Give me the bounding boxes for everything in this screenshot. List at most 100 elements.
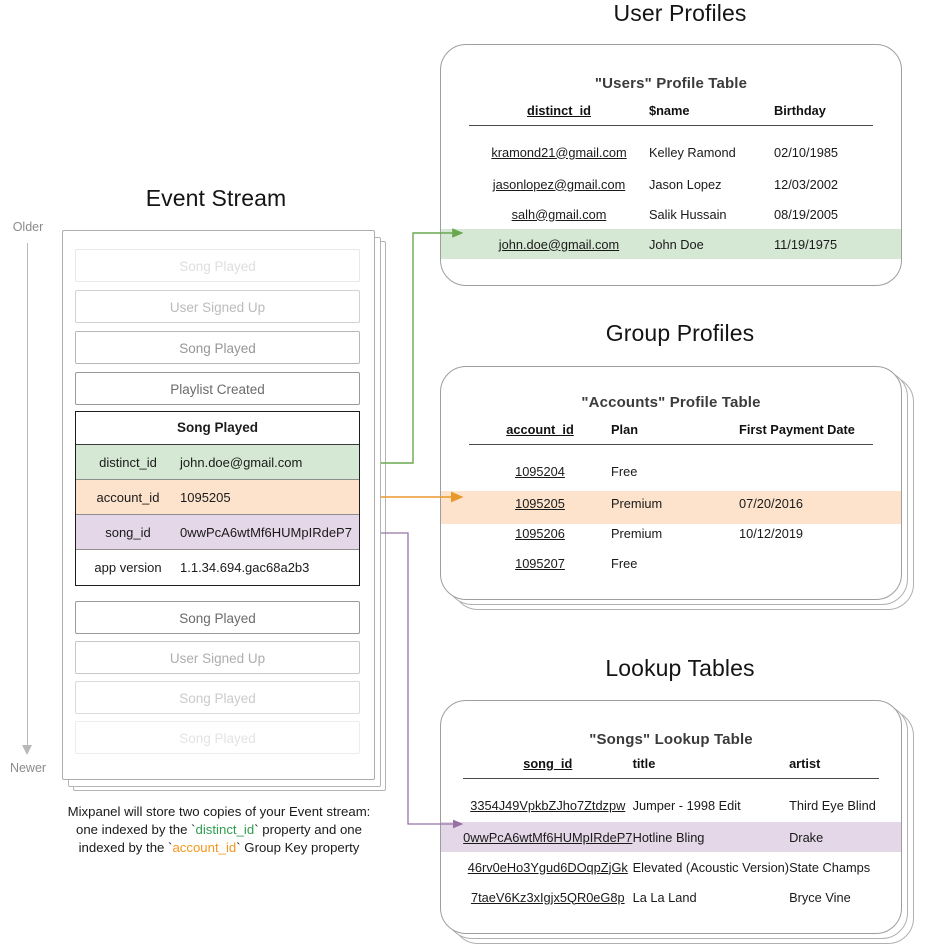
event-row[interactable]: Song Played (75, 681, 360, 714)
event-property-row: song_id 0wwPcA6wtMf6HUMpIRdeP7 (76, 515, 359, 550)
table-row[interactable]: 3354J49VpkbZJho7Ztdzpw Jumper - 1998 Edit… (463, 779, 879, 823)
songs-table-title: "Songs" Lookup Table (589, 731, 753, 748)
caption-line2-suffix: ` property and one (254, 822, 362, 837)
songs-table-header-row: song_id title artist (463, 756, 879, 779)
event-stream-title: Event Stream (145, 185, 287, 211)
table-cell: State Champs (789, 859, 871, 875)
group-profiles-section-title: Group Profiles (605, 320, 755, 346)
table-cell: Premium (611, 495, 663, 511)
table-row[interactable]: john.doe@gmail.com John Doe 11/19/1975 (469, 229, 873, 259)
user-profiles-section-title: User Profiles (613, 0, 747, 26)
event-property-value: 1.1.34.694.gac68a2b3 (180, 560, 310, 575)
table-cell: Drake (789, 829, 824, 845)
event-row[interactable]: Playlist Created (75, 372, 360, 405)
table-cell: kramond21@gmail.com (491, 144, 627, 160)
table-row[interactable]: kramond21@gmail.com Kelley Ramond 02/10/19… (469, 126, 873, 170)
table-row[interactable]: 7taeV6Kz3xIgjx5QR0eG8p La La Land Bryce Vi… (463, 882, 879, 912)
table-cell: Kelley Ramond (649, 144, 736, 160)
column-header: Birthday (774, 103, 826, 118)
table-row[interactable]: jasonlopez@gmail.com Jason Lopez 12/03/200… (469, 169, 873, 199)
table-cell: 1095204 (515, 463, 565, 479)
event-row[interactable]: Song Played (75, 249, 360, 282)
table-cell: 07/20/2016 (739, 495, 804, 511)
table-cell: John Doe (649, 236, 704, 252)
event-row[interactable]: Song Played (75, 601, 360, 634)
songs-table: song_id title artist 3354J49VpkbZJho7Ztdzp… (463, 756, 879, 912)
caption-line3-suffix: ` Group Key property (236, 840, 360, 855)
event-property-key: account_id (96, 489, 160, 505)
caption-line2-prefix: one indexed by the ` (76, 822, 196, 837)
lookup-tables-section-title: Lookup Tables (605, 655, 755, 681)
column-header: artist (789, 756, 821, 771)
column-header: Plan (611, 422, 639, 437)
table-cell: john.doe@gmail.com (498, 236, 620, 252)
table-cell: Premium (611, 525, 663, 541)
event-row[interactable]: Song Played (75, 721, 360, 754)
table-cell: jasonlopez@gmail.com (492, 176, 626, 192)
table-cell: Jumper - 1998 Edit (632, 797, 741, 813)
caption-line-1: Mixpanel will store two copies of your E… (67, 804, 371, 819)
table-cell: salh@gmail.com (511, 206, 607, 222)
selected-event-card[interactable]: Song Played distinct_id john.doe@gmail.co… (75, 411, 360, 586)
table-cell: 1095207 (515, 555, 565, 571)
table-cell: La La Land (632, 889, 697, 905)
event-property-row: distinct_id john.doe@gmail.com (76, 445, 359, 480)
event-property-key: app version (94, 560, 162, 575)
event-row[interactable]: User Signed Up (75, 641, 360, 674)
selected-event-properties: distinct_id john.doe@gmail.com account_id 1… (76, 445, 359, 585)
timeline-arrow-icon (22, 745, 32, 755)
table-cell (739, 445, 873, 489)
table-cell: 08/19/2005 (774, 206, 839, 222)
event-property-value: john.doe@gmail.com (180, 454, 303, 470)
column-header: song_id (523, 756, 573, 771)
caption-line3-prefix: indexed by the ` (78, 840, 173, 855)
event-property-key: song_id (105, 524, 151, 540)
table-cell (739, 548, 873, 578)
caption-line-3: indexed by the `account_id` Group Key pr… (40, 839, 398, 857)
caption-line-2: one indexed by the `distinct_id` propert… (40, 821, 398, 839)
table-cell: 1095205 (515, 495, 565, 511)
event-row[interactable]: Song Played (75, 331, 360, 364)
table-cell: 46rv0eHo3Ygud6DOqpZjGk (467, 859, 628, 875)
table-row[interactable]: 1095204 Free (469, 445, 873, 489)
column-header: First Payment Date (739, 422, 855, 437)
table-cell: 11/19/1975 (774, 236, 838, 252)
table-cell: Bryce Vine (789, 889, 851, 905)
accounts-table-header-row: account_id Plan First Payment Date (469, 422, 873, 445)
event-property-row: app version 1.1.34.694.gac68a2b3 (76, 550, 359, 585)
selected-event-name: Song Played (76, 412, 359, 445)
table-cell: 02/10/1985 (774, 144, 839, 160)
table-cell: Hotline Bling (632, 829, 705, 845)
accounts-table: account_id Plan First Payment Date 1095204… (469, 422, 873, 578)
table-cell: 12/03/2002 (774, 176, 839, 192)
event-property-value: 0wwPcA6wtMf6HUMpIRdeP7 (180, 524, 352, 540)
timeline-axis (27, 243, 28, 748)
column-header: account_id (506, 422, 574, 437)
table-cell: Free (611, 463, 638, 479)
table-cell: 7taeV6Kz3xIgjx5QR0eG8p (470, 889, 625, 905)
users-table-title: "Users" Profile Table (594, 75, 748, 92)
caption-distinct-id-key: distinct_id (195, 822, 255, 837)
table-cell: Third Eye Blind (789, 797, 876, 813)
table-cell: Jason Lopez (649, 176, 722, 192)
column-header: $name (649, 103, 690, 118)
table-row[interactable]: 1095205 Premium 07/20/2016 (469, 488, 873, 518)
event-property-key: distinct_id (99, 454, 157, 470)
event-property-value: 1095205 (180, 489, 231, 505)
table-cell: 0wwPcA6wtMf6HUMpIRdeP7 (463, 829, 633, 845)
event-property-row: account_id 1095205 (76, 480, 359, 515)
column-header: title (632, 756, 656, 771)
table-cell: 3354J49VpkbZJho7Ztdzpw (470, 797, 626, 813)
songs-lookup-card: "Songs" Lookup Table song_id title artist … (440, 700, 902, 934)
event-row[interactable]: User Signed Up (75, 290, 360, 323)
